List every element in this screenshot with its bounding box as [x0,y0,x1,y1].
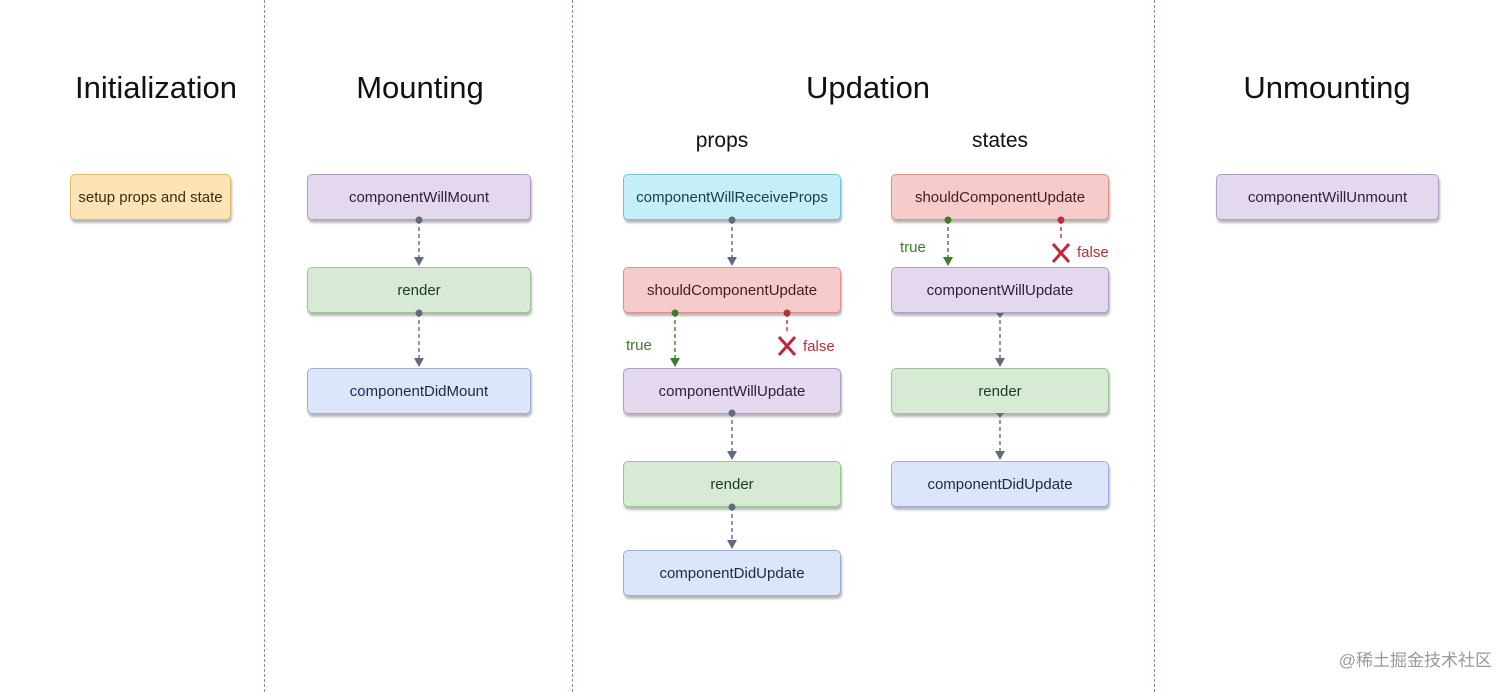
mounting-component-will-mount-box: componentWillMount [307,174,531,220]
phase-title-updation: Updation [805,70,931,105]
phase-title-unmounting: Unmounting [1243,70,1411,105]
states-false-label: false [1077,244,1109,261]
phase-title-mounting: Mounting [356,70,484,105]
states-arrow-2 [995,313,1005,367]
props-should-component-update-box: shouldComponentUpdate [623,267,841,313]
props-arrow-3 [727,409,737,460]
subtitle-props: props [695,129,749,152]
props-component-will-update-box: componentWillUpdate [623,368,841,414]
divider-mounting-updation [572,0,573,692]
props-arrow-1 [727,216,737,266]
divider-init-mounting [264,0,265,692]
unmounting-component-will-unmount-box: componentWillUnmount [1216,174,1439,220]
props-true-label: true [626,337,652,354]
watermark: @稀土掘金技术社区 [1338,651,1492,670]
setup-props-and-state-box: setup props and state [70,174,231,220]
mounting-arrow-2 [414,309,424,367]
props-false-arrow [783,309,791,334]
states-should-component-update-box: shouldComponentUpdate [891,174,1109,220]
states-true-arrow [943,216,953,266]
mounting-arrow-1 [414,216,424,266]
states-false-x-icon [1051,243,1071,263]
props-render-box: render [623,461,841,507]
props-component-did-update-box: componentDidUpdate [623,550,841,596]
mounting-render-box: render [307,267,531,313]
states-render-box: render [891,368,1109,414]
mounting-component-did-mount-box: componentDidMount [307,368,531,414]
props-component-will-receive-props-box: componentWillReceiveProps [623,174,841,220]
states-component-did-update-box: componentDidUpdate [891,461,1109,507]
props-true-arrow [670,309,680,367]
states-false-arrow [1057,216,1065,240]
props-false-label: false [803,338,835,355]
props-false-x-icon [777,336,797,356]
subtitle-states: states [971,129,1029,152]
states-true-label: true [900,239,926,256]
states-component-will-update-box: componentWillUpdate [891,267,1109,313]
phase-title-initialization: Initialization [75,70,237,105]
states-arrow-3 [995,413,1005,460]
divider-updation-unmounting [1154,0,1155,692]
props-arrow-4 [727,503,737,549]
